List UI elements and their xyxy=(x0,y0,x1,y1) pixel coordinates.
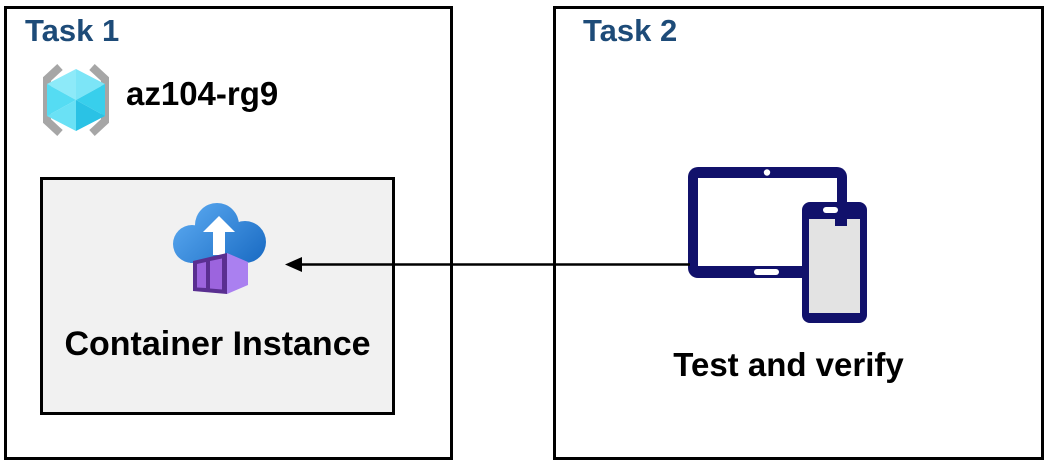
resource-group-name: az104-rg9 xyxy=(126,75,279,112)
connector-arrow xyxy=(285,257,690,272)
task1-title: Task 1 xyxy=(25,13,120,48)
resource-group-icon xyxy=(43,64,109,136)
task2-title: Task 2 xyxy=(583,13,678,48)
devices-icon xyxy=(688,167,867,323)
container-instance-box: Container Instance xyxy=(40,177,395,415)
container-instance-icon xyxy=(173,203,266,294)
test-verify-label: Test and verify xyxy=(673,346,904,383)
task1-box: Task 1 az104-rg9 xyxy=(4,6,453,460)
task2-box: Task 2 Test and verify xyxy=(553,6,1044,460)
container-instance-label: Container Instance xyxy=(64,325,371,363)
